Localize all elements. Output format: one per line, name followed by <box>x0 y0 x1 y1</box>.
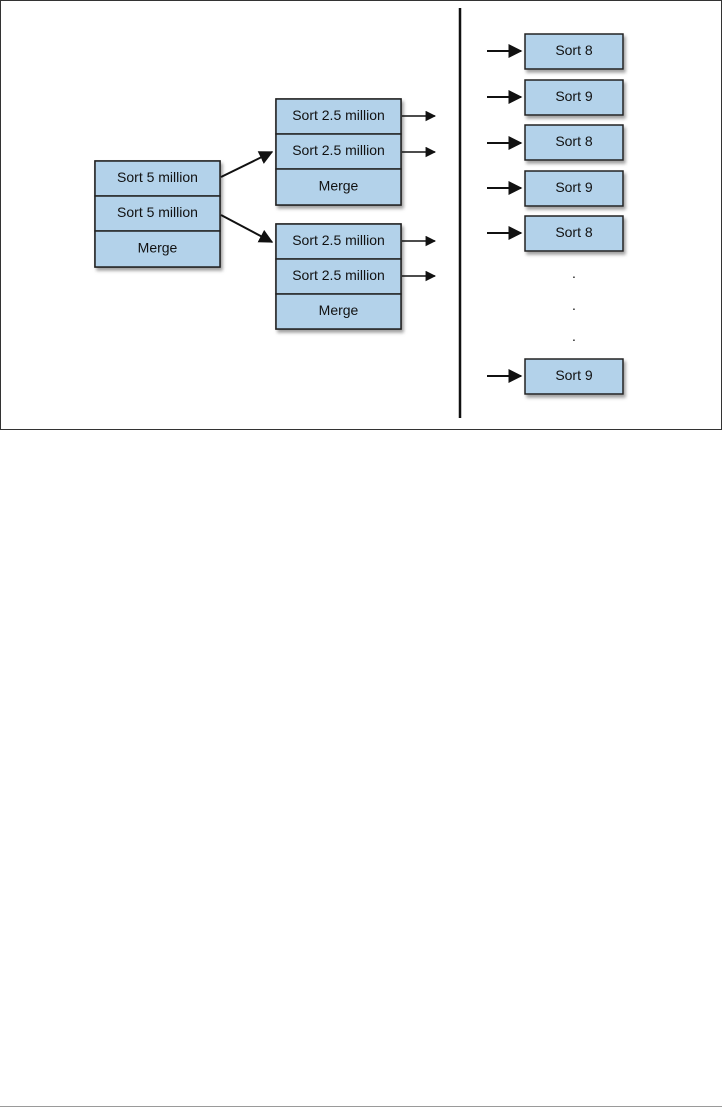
level1-upper-label-merge: Merge <box>319 178 359 194</box>
split-arrow-upper <box>220 151 274 178</box>
right-label-2: Sort 9 <box>555 88 593 104</box>
page-bottom-rule <box>0 1106 722 1107</box>
level1-upper-label-sort-1: Sort 2.5 million <box>292 107 385 123</box>
ellipsis-dot-1: . <box>572 265 576 281</box>
right-item-5: Sort 8 <box>487 215 624 252</box>
right-item-1: Sort 8 <box>487 33 624 70</box>
ellipsis: . . . <box>572 265 576 344</box>
right-label-last: Sort 9 <box>555 367 593 383</box>
level1-upper-cell-sort-1: Sort 2.5 million <box>275 98 402 135</box>
ellipsis-dot-2: . <box>572 297 576 313</box>
figure-frame: Sort 5 million Sort 5 million Merge Sort… <box>0 0 722 431</box>
level1-lower-label-sort-1: Sort 2.5 million <box>292 232 385 248</box>
level0-label-merge: Merge <box>138 240 178 256</box>
level1-upper-label-sort-2: Sort 2.5 million <box>292 142 385 158</box>
right-label-5: Sort 8 <box>555 224 593 240</box>
level0-cell-merge: Merge <box>94 230 221 268</box>
merge-sort-diagram: Sort 5 million Sort 5 million Merge Sort… <box>0 0 722 430</box>
right-label-4: Sort 9 <box>555 179 593 195</box>
level0-label-sort-1: Sort 5 million <box>117 169 198 185</box>
level0-cell-sort-2: Sort 5 million <box>94 195 221 232</box>
right-item-3: Sort 8 <box>487 124 624 161</box>
right-label-1: Sort 8 <box>555 42 593 58</box>
level1-upper-cell-sort-2: Sort 2.5 million <box>275 133 402 170</box>
level0-label-sort-2: Sort 5 million <box>117 204 198 220</box>
right-item-last: Sort 9 <box>487 358 624 395</box>
level1-lower-label-sort-2: Sort 2.5 million <box>292 267 385 283</box>
right-item-2: Sort 9 <box>487 79 624 116</box>
level0-cell-sort-1: Sort 5 million <box>94 160 221 197</box>
level1-lower-cell-sort-2: Sort 2.5 million <box>275 258 402 295</box>
ellipsis-dot-3: . <box>572 328 576 344</box>
level1-upper-cell-merge: Merge <box>275 168 402 206</box>
level1-lower-cell-sort-1: Sort 2.5 million <box>275 223 402 260</box>
split-arrow-lower <box>220 214 274 243</box>
right-item-4: Sort 9 <box>487 170 624 207</box>
right-label-3: Sort 8 <box>555 133 593 149</box>
level1-lower-cell-merge: Merge <box>275 293 402 330</box>
level1-lower-label-merge: Merge <box>319 302 359 318</box>
